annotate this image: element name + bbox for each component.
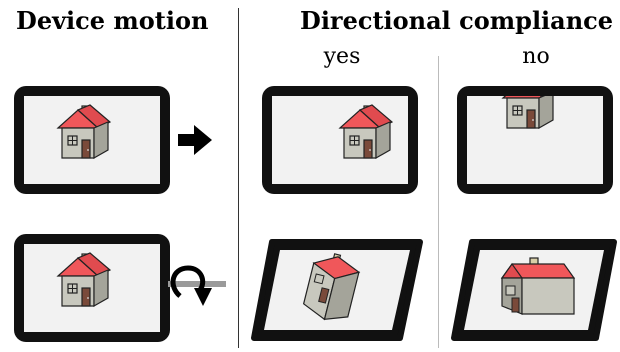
house-icon [502,96,556,129]
device-motion-heading: Device motion [16,6,209,35]
device-tablet-row2 [14,234,170,342]
no-column-label: no [522,44,550,69]
main-divider [238,8,239,348]
yes-column-label: yes [323,44,361,69]
arrow-right-icon [178,125,212,155]
no-tablet-row1 [457,86,613,194]
column-divider [438,56,439,348]
no-tablet-row2 [451,239,617,341]
yes-tablet-row2 [251,239,423,341]
yes-tablet-row1 [262,86,418,194]
rotate-arrow-icon [168,265,226,306]
device-tablet-row1 [14,86,170,194]
directional-compliance-heading: Directional compliance [300,6,614,35]
